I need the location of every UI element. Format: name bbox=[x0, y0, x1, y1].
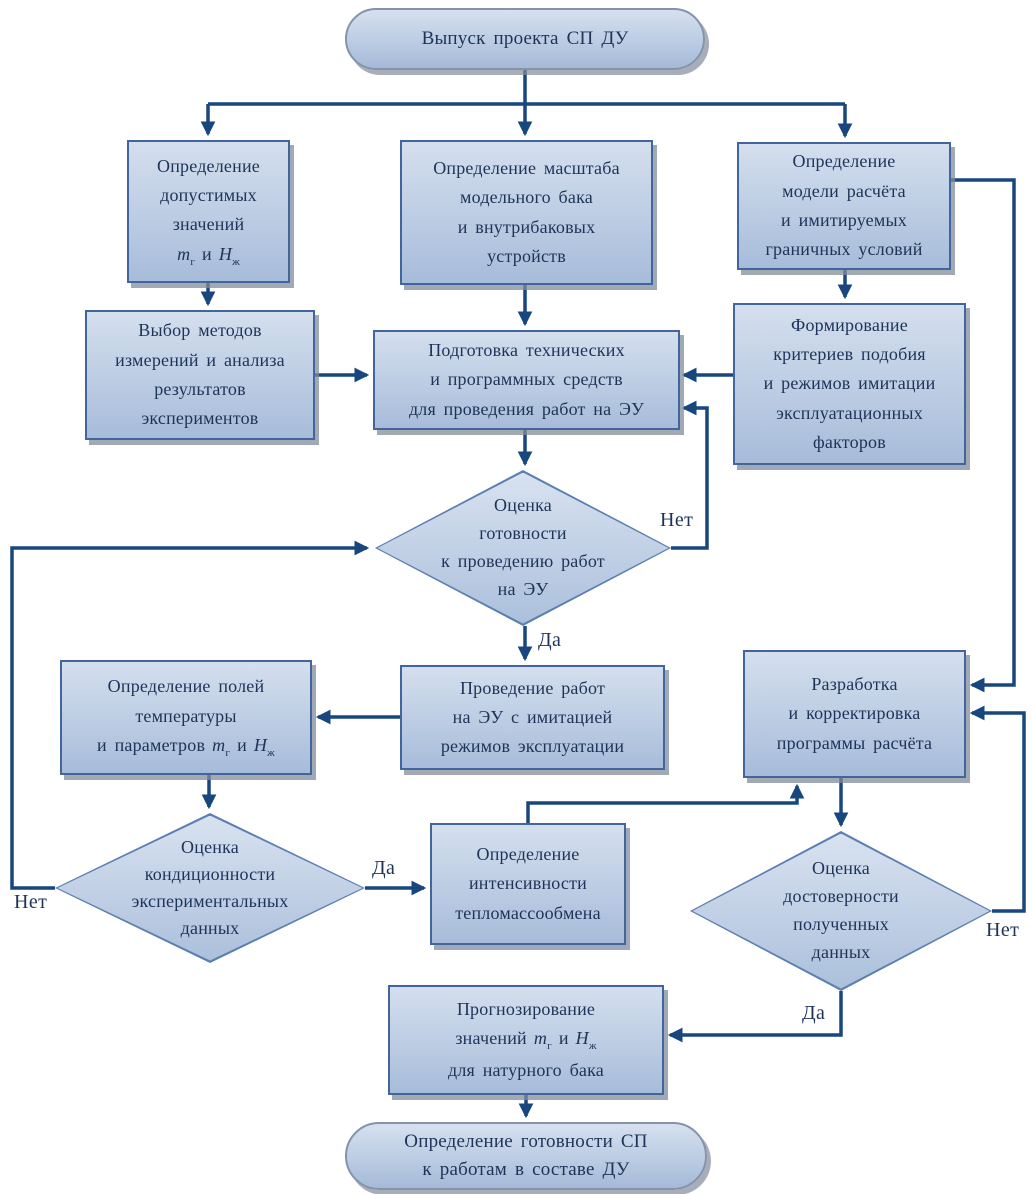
decision-ready: Оценка готовности к проведению работ на … bbox=[375, 470, 671, 626]
node-methods-label: Выбор методов измерений и анализа резуль… bbox=[115, 320, 285, 429]
node-forecast-line3: для натурного бака bbox=[448, 1059, 604, 1080]
decision-validity: Оценка достоверности полученных данных bbox=[690, 831, 992, 991]
symbol-m: m bbox=[212, 734, 226, 755]
node-methods: Выбор методов измерений и анализа резуль… bbox=[85, 310, 315, 440]
node-start-label: Выпуск проекта СП ДУ bbox=[421, 27, 629, 49]
node-intensity: Определение интенсивности тепломассообме… bbox=[430, 823, 626, 945]
node-develop-label: Разработка и корректировка программы рас… bbox=[776, 674, 933, 753]
decision-validity-label: Оценка достоверности полученных данных bbox=[783, 858, 899, 962]
edge-label-ready-no: Нет bbox=[660, 509, 694, 531]
node-model-label: Определение модели расчёта и имитируемых… bbox=[765, 151, 923, 260]
node-prep: Подготовка технических и программных сре… bbox=[373, 330, 680, 430]
symbol-and: и bbox=[558, 1028, 569, 1049]
node-end: Определение готовности СП к работам в со… bbox=[345, 1122, 707, 1190]
edge-label-validity-no: Нет bbox=[986, 919, 1020, 941]
node-fields-label: Определение полей температуры bbox=[107, 676, 265, 726]
symbol-H-sub: ж bbox=[267, 746, 275, 759]
symbol-m: m bbox=[533, 1028, 548, 1049]
symbol-m-sub: г bbox=[225, 746, 231, 759]
edge-validity-no-loop bbox=[969, 705, 1026, 913]
node-conduct-label: Проведение работ на ЭУ с имитацией режим… bbox=[440, 677, 625, 757]
node-model: Определение модели расчёта и имитируемых… bbox=[737, 142, 951, 270]
edge-model-develop-loop bbox=[951, 178, 1016, 693]
edge-quality-no-loop bbox=[10, 540, 370, 890]
node-conduct: Проведение работ на ЭУ с имитацией режим… bbox=[400, 665, 665, 770]
node-criteria-label: Формирование критериев подобия и режимов… bbox=[763, 314, 936, 452]
node-fields: Определение полей температуры и параметр… bbox=[60, 660, 312, 775]
node-criteria: Формирование критериев подобия и режимов… bbox=[733, 303, 966, 465]
symbol-m-sub: г bbox=[190, 255, 196, 268]
node-intensity-label: Определение интенсивности тепломассообме… bbox=[455, 844, 601, 923]
edge-ready-no-loop bbox=[671, 400, 709, 550]
edge-label-ready-yes: Да bbox=[538, 629, 562, 651]
edge-validity-yes bbox=[667, 991, 843, 1043]
node-end-label: Определение готовности СП к работам в со… bbox=[404, 1131, 648, 1180]
node-prep-label: Подготовка технических и программных сре… bbox=[408, 340, 645, 419]
symbol-H-sub: ж bbox=[232, 255, 240, 268]
node-develop: Разработка и корректировка программы рас… bbox=[743, 650, 966, 778]
symbol-m-sub: г bbox=[547, 1040, 552, 1053]
edge-intensity-develop bbox=[526, 783, 805, 823]
edge-label-quality-yes: Да bbox=[372, 857, 396, 879]
symbol-and: и bbox=[237, 734, 247, 755]
symbol-H: H bbox=[575, 1028, 589, 1049]
node-fields-formula-prefix: и параметров bbox=[97, 734, 206, 755]
decision-quality: Оценка кондиционности экспериментальных … bbox=[55, 813, 365, 963]
node-start: Выпуск проекта СП ДУ bbox=[345, 8, 705, 70]
decision-ready-label: Оценка готовности к проведению работ на … bbox=[441, 495, 605, 599]
symbol-m: m bbox=[177, 243, 191, 264]
node-limits-label: Определение допустимых значений bbox=[157, 155, 260, 235]
symbol-H: H bbox=[253, 734, 268, 755]
decision-quality-label: Оценка кондиционности экспериментальных … bbox=[131, 837, 289, 938]
node-scale: Определение масштаба модельного бака и в… bbox=[400, 140, 653, 285]
node-forecast-line1: Прогнозирование bbox=[456, 998, 596, 1019]
edge-label-validity-yes: Да bbox=[802, 1002, 826, 1024]
symbol-and: и bbox=[202, 243, 212, 264]
node-forecast-formula-prefix: значений bbox=[455, 1028, 527, 1049]
node-scale-label: Определение масштаба модельного бака и в… bbox=[433, 157, 620, 266]
symbol-H: H bbox=[218, 243, 233, 264]
symbol-H-sub: ж bbox=[588, 1040, 597, 1053]
edge-label-quality-no: Нет bbox=[14, 891, 48, 913]
